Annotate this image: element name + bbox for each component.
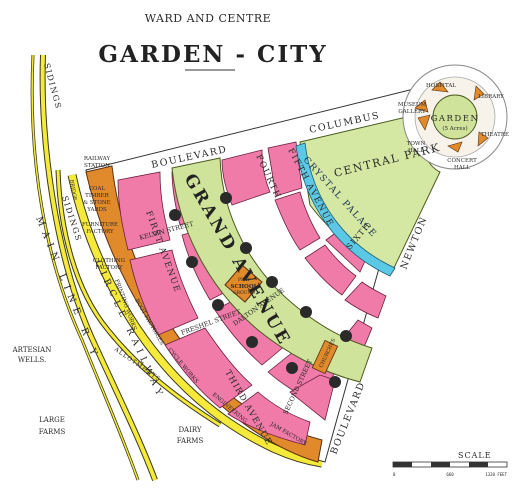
label-museum: MUSEUM (398, 102, 427, 108)
label-timber: TIMBER (85, 193, 110, 199)
label-artesian: ARTESIAN (12, 346, 52, 354)
label-railway: RAILWAY (84, 156, 111, 162)
label-town-hall: HALL (408, 148, 424, 154)
label-large: LARGE (39, 416, 65, 424)
label-garden: GARDEN (431, 114, 480, 124)
railway-lines (30, 54, 222, 482)
label-play: PLAY (238, 277, 251, 283)
label-library: LIBRARY (478, 94, 504, 100)
label-large-farms: FARMS (39, 428, 66, 436)
label-theatre: THEATRE (481, 132, 509, 138)
label-town: TOWN (407, 141, 426, 147)
label-concert: CONCERT (447, 158, 477, 164)
crystal-palace (295, 142, 396, 277)
scale-bar (392, 461, 508, 468)
label-furniture: FURNITURE (82, 222, 118, 228)
label-hospital: HOSPITAL (426, 83, 456, 89)
school-badge (224, 264, 263, 303)
churches (169, 192, 352, 388)
title-main: GARDEN - CITY (98, 41, 327, 68)
label-clothing: CLOTHING (93, 258, 125, 264)
label-garden-acres: (5 Acres) (442, 125, 467, 132)
label-furniture-factory: FACTORY (86, 229, 114, 235)
label-scale-660: 660 (446, 472, 454, 477)
label-station: STATION (84, 163, 110, 169)
label-scale-1320: 1320 FEET (485, 472, 507, 477)
title-small: WARD AND CENTRE (145, 12, 271, 25)
label-dairy: DAIRY (178, 426, 201, 434)
label-scale-0: 0 (393, 472, 396, 477)
label-stone: & STONE (83, 200, 110, 206)
label-ground: GROUND (233, 290, 255, 296)
label-school: SCHOOL (231, 284, 258, 290)
label-concert-hall: HALL (454, 165, 470, 171)
central-garden (402, 64, 508, 170)
label-wells: WELLS. (18, 356, 46, 364)
label-bridge: BRIDGE (68, 179, 78, 201)
label-dairy-farms: FARMS (177, 437, 204, 445)
label-scale: SCALE (458, 451, 492, 460)
label-gallery: GALLERY (398, 109, 426, 115)
label-yards: YARDS (86, 207, 107, 213)
churches-box (311, 339, 339, 375)
label-clothing-factory: FACTORY (95, 265, 123, 271)
circle-railway (67, 174, 323, 468)
label-coal: COAL (89, 186, 106, 192)
